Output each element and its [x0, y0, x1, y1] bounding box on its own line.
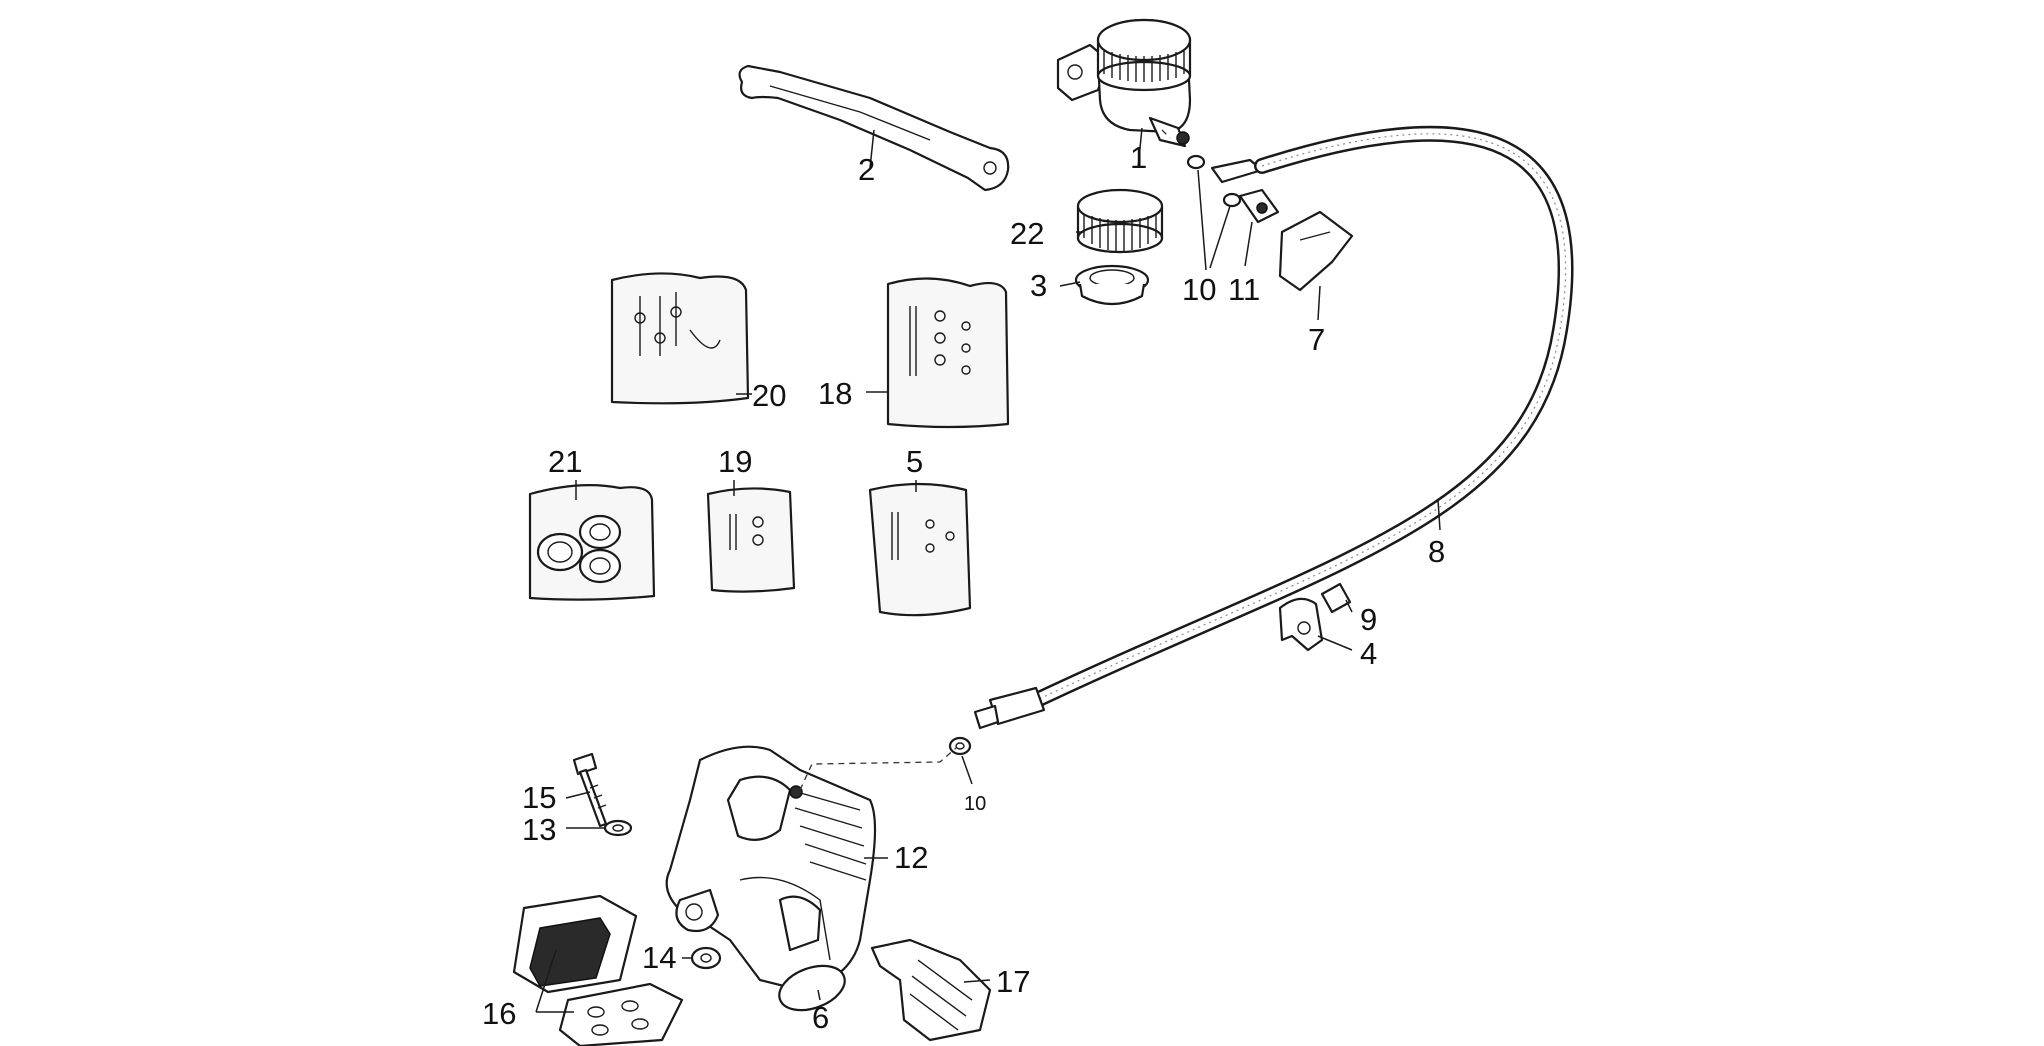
callout-21: 21 — [548, 444, 582, 479]
callout-5: 5 — [906, 444, 923, 479]
part-caliper-washer — [948, 736, 972, 756]
kit-bag-20 — [610, 272, 750, 405]
callout-3: 3 — [1030, 268, 1047, 303]
callout-8: 8 — [1428, 534, 1445, 569]
callout-labels: 1 2 22 3 10 11 7 20 18 21 19 5 8 9 4 10 … — [482, 140, 1445, 1035]
part-hose-clamp — [1278, 597, 1324, 652]
part-washer-13 — [603, 819, 633, 837]
callout-12: 12 — [894, 840, 928, 875]
callout-15: 15 — [522, 780, 556, 815]
callout-2: 2 — [858, 152, 875, 187]
callout-18: 18 — [818, 376, 852, 411]
callout-7: 7 — [1308, 322, 1325, 357]
callout-22: 22 — [1010, 216, 1044, 251]
part-caliper-bolt — [572, 752, 608, 828]
part-brake-lever — [738, 64, 1010, 192]
kit-bag-5 — [868, 482, 972, 617]
kit-bag-18 — [886, 277, 1010, 429]
callout-10-upper: 10 — [1182, 272, 1216, 307]
callout-11: 11 — [1228, 272, 1260, 307]
callout-20: 20 — [752, 378, 786, 413]
callout-4: 4 — [1360, 636, 1377, 671]
kit-bag-19 — [706, 487, 796, 593]
callout-19: 19 — [718, 444, 752, 479]
callout-14: 14 — [642, 940, 676, 975]
part-banjo-fittings — [1186, 154, 1354, 292]
part-reservoir-seal — [1074, 264, 1150, 306]
callout-6: 6 — [812, 1000, 829, 1035]
callout-9: 9 — [1360, 602, 1377, 637]
callout-13: 13 — [522, 812, 556, 847]
part-pad-spring — [870, 938, 992, 1042]
callout-16: 16 — [482, 996, 516, 1031]
leader-lines — [535, 127, 1441, 1013]
part-brake-caliper — [665, 745, 877, 992]
callout-1: 1 — [1130, 140, 1147, 175]
callout-10-lower: 10 — [964, 793, 986, 815]
kit-bag-21 — [528, 484, 656, 601]
part-washer-14 — [690, 946, 722, 970]
part-reservoir-cap — [1076, 188, 1164, 254]
assembly-lines — [799, 129, 1171, 791]
part-pad-shim — [778, 964, 846, 1012]
part-grommet — [1320, 582, 1352, 614]
part-brake-hose — [973, 125, 1574, 730]
callout-17: 17 — [996, 964, 1030, 999]
part-master-cylinder — [1056, 18, 1192, 148]
